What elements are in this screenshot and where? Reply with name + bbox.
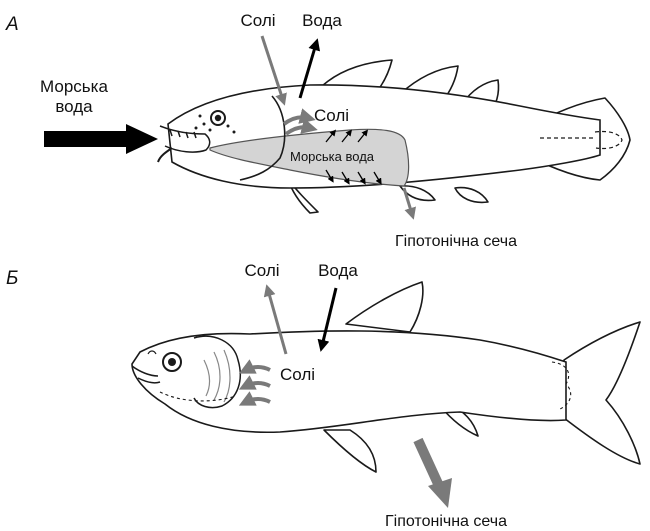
water-in-label: Вода xyxy=(318,261,358,280)
freshwater-fish-body xyxy=(132,331,566,432)
panel-a: А xyxy=(5,11,630,250)
gill-salts-label-a: Солі xyxy=(314,106,349,125)
salts-in-label: Солі xyxy=(240,11,275,30)
freshwater-fish-pupil xyxy=(168,358,176,366)
seawater-intake-arrowhead xyxy=(126,124,158,154)
water-out-label: Вода xyxy=(302,11,342,30)
gill-salts-label-b: Солі xyxy=(280,365,315,384)
seawater-label-line1: Морська xyxy=(40,77,108,96)
urine-arrowhead-b xyxy=(428,478,452,508)
panel-b-letter: Б xyxy=(6,268,18,289)
urine-label-a: Гіпотонічна сеча xyxy=(395,233,517,250)
seawater-label-line2: вода xyxy=(55,97,93,116)
marine-fish-pupil xyxy=(215,115,221,121)
gut-seawater-label: Морська вода xyxy=(290,149,375,164)
panel-a-letter: А xyxy=(5,14,19,35)
urine-label-b: Гіпотонічна сеча xyxy=(385,513,507,530)
panel-b: Б Солі Вода Солі xyxy=(6,261,640,530)
urine-arrow-b xyxy=(418,440,440,488)
salts-out-label: Солі xyxy=(244,261,279,280)
